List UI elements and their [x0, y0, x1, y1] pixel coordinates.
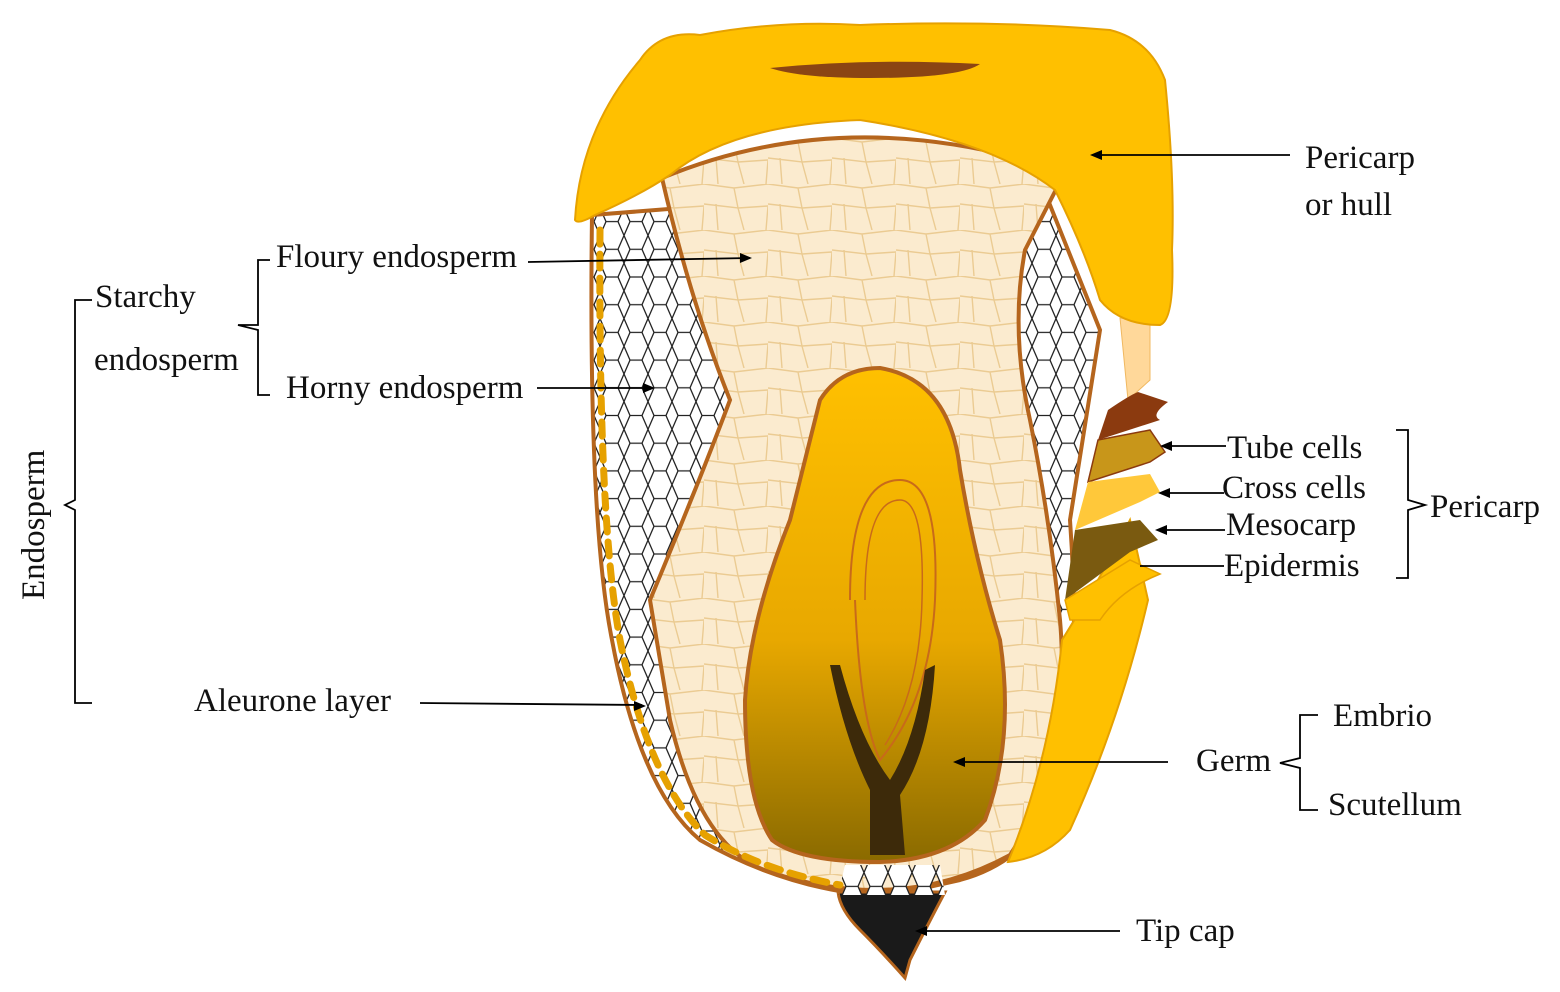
label-floury-endosperm: Floury endosperm	[276, 239, 517, 275]
label-tube-cells: Tube cells	[1227, 430, 1362, 466]
tip-cap	[838, 892, 945, 978]
label-endosperm: Endosperm	[16, 449, 52, 600]
label-scutellum: Scutellum	[1328, 787, 1462, 823]
peach-layer	[1120, 318, 1150, 400]
label-mesocarp: Mesocarp	[1226, 507, 1356, 543]
label-pericarp-hull-line2: or hull	[1305, 187, 1392, 223]
label-germ: Germ	[1196, 743, 1271, 779]
label-embrio: Embrio	[1333, 698, 1432, 734]
label-tip-cap: Tip cap	[1136, 913, 1235, 949]
label-epidermis: Epidermis	[1224, 548, 1360, 584]
label-horny-endosperm: Horny endosperm	[286, 370, 524, 406]
label-starchy-line1: Starchy	[95, 279, 196, 315]
label-aleurone-layer: Aleurone layer	[194, 683, 391, 719]
label-pericarp-hull-line1: Pericarp	[1305, 140, 1415, 176]
label-cross-cells: Cross cells	[1222, 470, 1366, 506]
label-starchy-line2: endosperm	[94, 342, 239, 378]
label-pericarp: Pericarp	[1430, 489, 1540, 525]
tip-cap-hex	[838, 865, 945, 895]
